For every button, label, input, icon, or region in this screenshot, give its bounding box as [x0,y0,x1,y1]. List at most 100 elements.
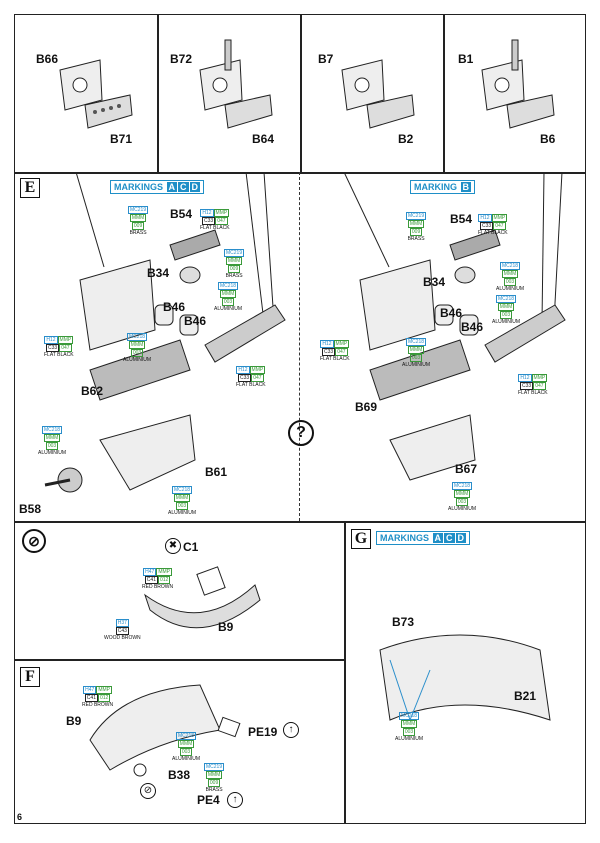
paint-mmp: MMP [333,340,350,348]
paint-h: H12 [518,374,532,382]
paint-name: ALUMINIUM [492,319,521,325]
paint-mmm: MMM [43,434,61,442]
section-letter-e: E [20,178,40,198]
paint-name: BRASS [225,273,243,279]
paint-name: FLAT BLACK [320,356,350,362]
paint-tag-aluminium: MC218 MMM 003 ALUMINIUM [123,333,151,363]
paint-name: BRASS [129,230,147,236]
divider-top-1 [157,14,159,172]
paint-tag-wood-brown: H37 C43 WOOD BROWN [104,619,141,641]
part-label: B72 [170,52,193,66]
part-label: B58 [19,502,42,516]
paint-c: C33 [322,348,336,356]
cut-icon: ⊘ [140,783,156,799]
divider-bottom [344,521,346,824]
paint-mmm: MMM [407,220,425,228]
divider-top-2 [300,14,302,172]
paint-name: RED BROWN [142,584,174,590]
paint-tag-aluminium: MC218 MMM 003 ALUMINIUM [168,486,196,516]
paint-tag-aluminium: MC218 MMM 003 ALUMINIUM [402,338,430,368]
paint-name: ALUMINIUM [168,510,197,516]
paint-mmm: MMM [173,494,191,502]
paint-n: 012 [97,694,111,702]
divider-top [14,172,586,174]
markings-label: MARKING [414,182,457,192]
part-label: B1 [458,52,474,66]
divider-lower-left [14,659,344,661]
paint-h: H37 [115,619,129,627]
marking-letter: A [432,533,444,543]
part-label: B61 [205,465,228,479]
paint-code: MC218 [398,712,420,720]
paint-c: C33 [480,222,494,230]
paint-tag-aluminium: MC218 MMM 003 ALUMINIUM [492,295,520,325]
paint-code: MC219 [406,212,427,220]
part-label: B54 [170,207,193,221]
paint-n: 047 [533,382,546,390]
paint-n: 047 [493,222,506,230]
paint-name: WOOD BROWN [104,635,141,641]
paint-num: 003 [175,502,189,510]
paint-code: MC218 [175,732,197,740]
paint-code: MC218 [126,333,148,341]
paint-h: H12 [200,209,214,217]
paint-code: MC218 [451,482,473,490]
part-label: B9 [218,620,234,634]
engine-part-drawing [341,59,415,129]
paint-mmp: MMP [491,214,508,222]
paint-mmm: MMM [177,740,195,748]
markings-label: MARKINGS [380,533,429,543]
part-label: B21 [514,689,537,703]
paint-tag-aluminium: MC218 MMM 003 ALUMINIUM [214,282,242,312]
paint-tag-aluminium: MC218 MMM 003 ALUMINIUM [38,426,66,456]
paint-mmm: MMM [497,303,515,311]
paint-num: 003 [179,748,193,756]
part-label: B7 [318,52,334,66]
divider-top-3 [443,14,445,172]
part-label: PE19 [248,725,278,739]
paint-name: FLAT BLACK [518,390,548,396]
part-label: B66 [36,52,59,66]
part-label: B34 [423,275,446,289]
paint-num: 003 [221,298,235,306]
paint-code: MC218 [171,486,193,494]
paint-name: ALUMINIUM [38,450,67,456]
marking-letter: C [178,182,189,192]
marking-letter: B [460,182,472,192]
paint-name: BRASS [205,787,223,793]
part-label: B46 [461,320,484,334]
question-mark: ? [296,424,306,441]
paint-tag-aluminium: MC218 MMM 003 ALUMINIUM [496,262,524,292]
paint-code: MC218 [405,338,427,346]
paint-code: MC218 [499,262,521,270]
paint-c: C41 [144,576,158,584]
paint-h: H12 [44,336,58,344]
paint-h: H12 [236,366,250,374]
arrow-up-circle-icon: ↑ [283,722,299,738]
cowling-drawing-f [89,684,241,777]
paint-name: ALUMINIUM [123,357,152,363]
paint-tag-aluminium: MC218 MMM 003 ALUMINIUM [448,482,476,512]
paint-tag-brass: MC219 MMM 009 BRASS [406,212,427,242]
part-label: B2 [398,132,414,146]
paint-c: C33 [238,374,252,382]
paint-name: RED BROWN [82,702,114,708]
cut-icon: ✖ [165,538,181,554]
marking-letter: A [166,182,178,192]
paint-mmm: MMM [219,290,237,298]
part-label: B62 [81,384,104,398]
paint-code: MC218 [217,282,239,290]
paint-h: H47 [143,568,157,576]
paint-code: MC219 [128,206,149,214]
markings-label: MARKINGS [114,182,163,192]
paint-name: BRASS [407,236,425,242]
paint-h: H12 [320,340,334,348]
